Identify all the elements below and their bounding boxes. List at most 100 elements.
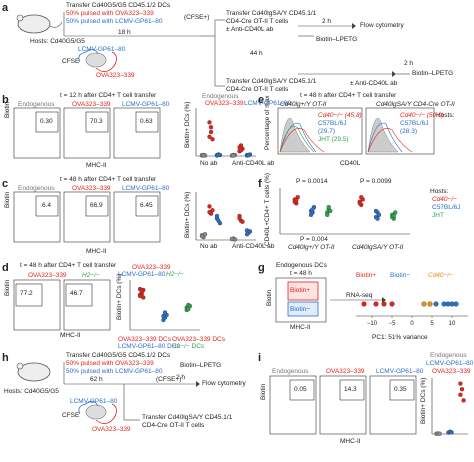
- panel-c-xlabel: MHC-II: [86, 248, 107, 255]
- panel-a-flow: Flow cytometry: [360, 22, 404, 29]
- panel-c-x1: No ab: [200, 243, 218, 250]
- panel-d-v1: 77.2: [20, 290, 33, 297]
- panel-c-point: [237, 216, 242, 221]
- panel-f-p2: P = 0.0099: [360, 178, 392, 185]
- panel-f-point: [373, 208, 379, 214]
- panel-g-point: [427, 301, 433, 307]
- panel-g-tick-label: −10: [367, 321, 378, 327]
- panel-e-hosts: Hosts:: [436, 112, 455, 119]
- panel-a-hosts: Hosts: Cd40G5/G5: [30, 38, 85, 45]
- panel-h-lcmv: LCMV-GP61–80: [70, 398, 118, 405]
- panel-a-transfer1b: CD4-Cre OT-II T cells: [226, 18, 289, 25]
- panel-e-h1: Cd40lg+/Y OT-II: [280, 101, 327, 108]
- panel-i-v1: 0.05: [294, 386, 307, 393]
- panel-a-line3: 50% pulsed with LCMV-GP61–80: [66, 18, 163, 25]
- mouse-icon: [16, 14, 63, 34]
- panel-g-point: [373, 301, 379, 307]
- panel-c-point: [202, 232, 208, 237]
- panel-d-title: t = 48 h after CD4+ T cell transfer: [20, 262, 117, 269]
- panel-a-antiab: ± Anti-CD40L ab: [226, 26, 274, 33]
- panel-c-point: [247, 229, 253, 234]
- panel-i-v3: 0.35: [394, 386, 407, 393]
- panel-f-point: [294, 198, 299, 203]
- panel-a-biotin2: Biotin–LPETG: [412, 70, 454, 77]
- panel-c-point: [244, 232, 250, 237]
- panel-a-biotin: Biotin–LPETG: [316, 36, 358, 43]
- panel-g-pc: PC1: 51% variance: [372, 334, 428, 341]
- panel-f-l3: JHT: [432, 212, 444, 219]
- panel-c-point: [229, 236, 235, 242]
- panel-a-antiab2: ± Anti-CD40L ab: [350, 80, 398, 87]
- panel-h-ova: OVA323–339: [92, 426, 131, 433]
- panel-i-point: [437, 431, 442, 436]
- panel-c-v3: 6.45: [140, 202, 153, 209]
- panel-b-legend-lcmv: LCMV-GP61–80: [244, 100, 292, 107]
- panel-g-tick-label: 10: [449, 321, 456, 327]
- panel-f-point: [391, 213, 396, 218]
- panel-e-l3: JHT (29.5): [318, 136, 349, 143]
- panel-b-v1: 0.30: [40, 118, 53, 125]
- panel-b-x1: No ab: [200, 160, 218, 167]
- panel-c-point: [207, 204, 212, 209]
- panel-i-point: [449, 430, 454, 435]
- panel-b-x2: Anti-CD40L ab: [232, 160, 275, 167]
- panel-c-point: [210, 208, 215, 213]
- panel-d-xlabel: MHC-II: [60, 332, 81, 339]
- panel-h-letter: h: [2, 352, 9, 364]
- panel-c-title: t = 48 h after CD4+ T cell transfer: [60, 176, 157, 183]
- panel-d-legend-lcmv: LCMV-GP61–80: [118, 271, 166, 278]
- panel-i-xlabel: MHC-II: [340, 438, 361, 445]
- panel-a-transfer2: Transfer Cd40lgSA/Y CD45.1/1: [226, 78, 317, 85]
- panel-h-cfse-label: CFSE: [62, 412, 80, 419]
- panel-a-line1: Transfer Cd40G5/G5 CD45.1/2 DCs: [66, 2, 171, 9]
- panel-g-legend1: Biotin+: [356, 272, 377, 279]
- panel-h-transfer: Transfer Cd40lgSA/Y CD45.1/1: [142, 414, 233, 421]
- panel-h-transferb: CD4-Cre OT-II T cells: [142, 422, 205, 429]
- panel-d-x1a: OVA323–339 DCs: [118, 336, 171, 343]
- panel-d-x2a: OVA323–339 DCs: [172, 336, 225, 343]
- panel-f-letter: f: [258, 178, 262, 190]
- panel-b-ova: OVA323–339: [72, 101, 111, 108]
- panel-f-point: [325, 212, 330, 217]
- panel-e-l2: C57BL/6J: [318, 120, 347, 127]
- panel-i-point: [458, 392, 463, 397]
- cfse-dc-icon: [78, 49, 117, 72]
- panel-h-hosts: Hosts: Cd40G5/G5: [4, 388, 59, 395]
- panel-d-point: [161, 313, 166, 319]
- panel-c-endogenous: Endogenous: [18, 185, 55, 192]
- panel-f-l1: Cd40−/−: [432, 196, 457, 203]
- panel-a-2h: 2 h: [322, 18, 332, 25]
- panel-b-point: [208, 125, 214, 130]
- panel-f-x1: Cd40lg+/Y OT-II: [288, 244, 335, 251]
- flow-plot-ova-b: [63, 107, 111, 159]
- panel-i-point: [461, 398, 466, 403]
- panel-a-cfse: (CFSE+): [184, 14, 210, 21]
- panel-b-point: [246, 152, 251, 158]
- panel-h-line2: 50% pulsed with OVA323–339: [66, 360, 154, 367]
- panel-h-62h: 62 h: [90, 376, 103, 383]
- mouse-icon: [16, 362, 51, 382]
- panel-e-title: t = 48 h after CD4+ T cell transfer: [300, 92, 397, 99]
- panel-b-legend-ova: OVA323–339: [205, 100, 244, 107]
- panel-b-point: [231, 153, 236, 158]
- panel-f-point: [326, 205, 331, 210]
- panel-d-x2b: H2−/− DCs: [172, 343, 205, 350]
- panel-g-title: Endogenous DCs: [276, 262, 327, 269]
- panel-b-endogenous: Endogenous: [18, 101, 55, 108]
- panel-g-tick-label: 0: [410, 321, 414, 327]
- panel-d-point: [162, 310, 168, 315]
- panel-b-point: [210, 137, 215, 142]
- panel-h-line3: 50% pulsed with LCMV-GP61–80: [66, 368, 163, 375]
- panel-e-r2: C57BL/6J: [400, 120, 429, 127]
- panel-b-xlabel: MHC-II: [86, 162, 107, 169]
- panel-c-point: [214, 213, 220, 219]
- panel-e-l2b: (29.7): [318, 128, 335, 135]
- panel-c-v1: 6.4: [42, 202, 52, 209]
